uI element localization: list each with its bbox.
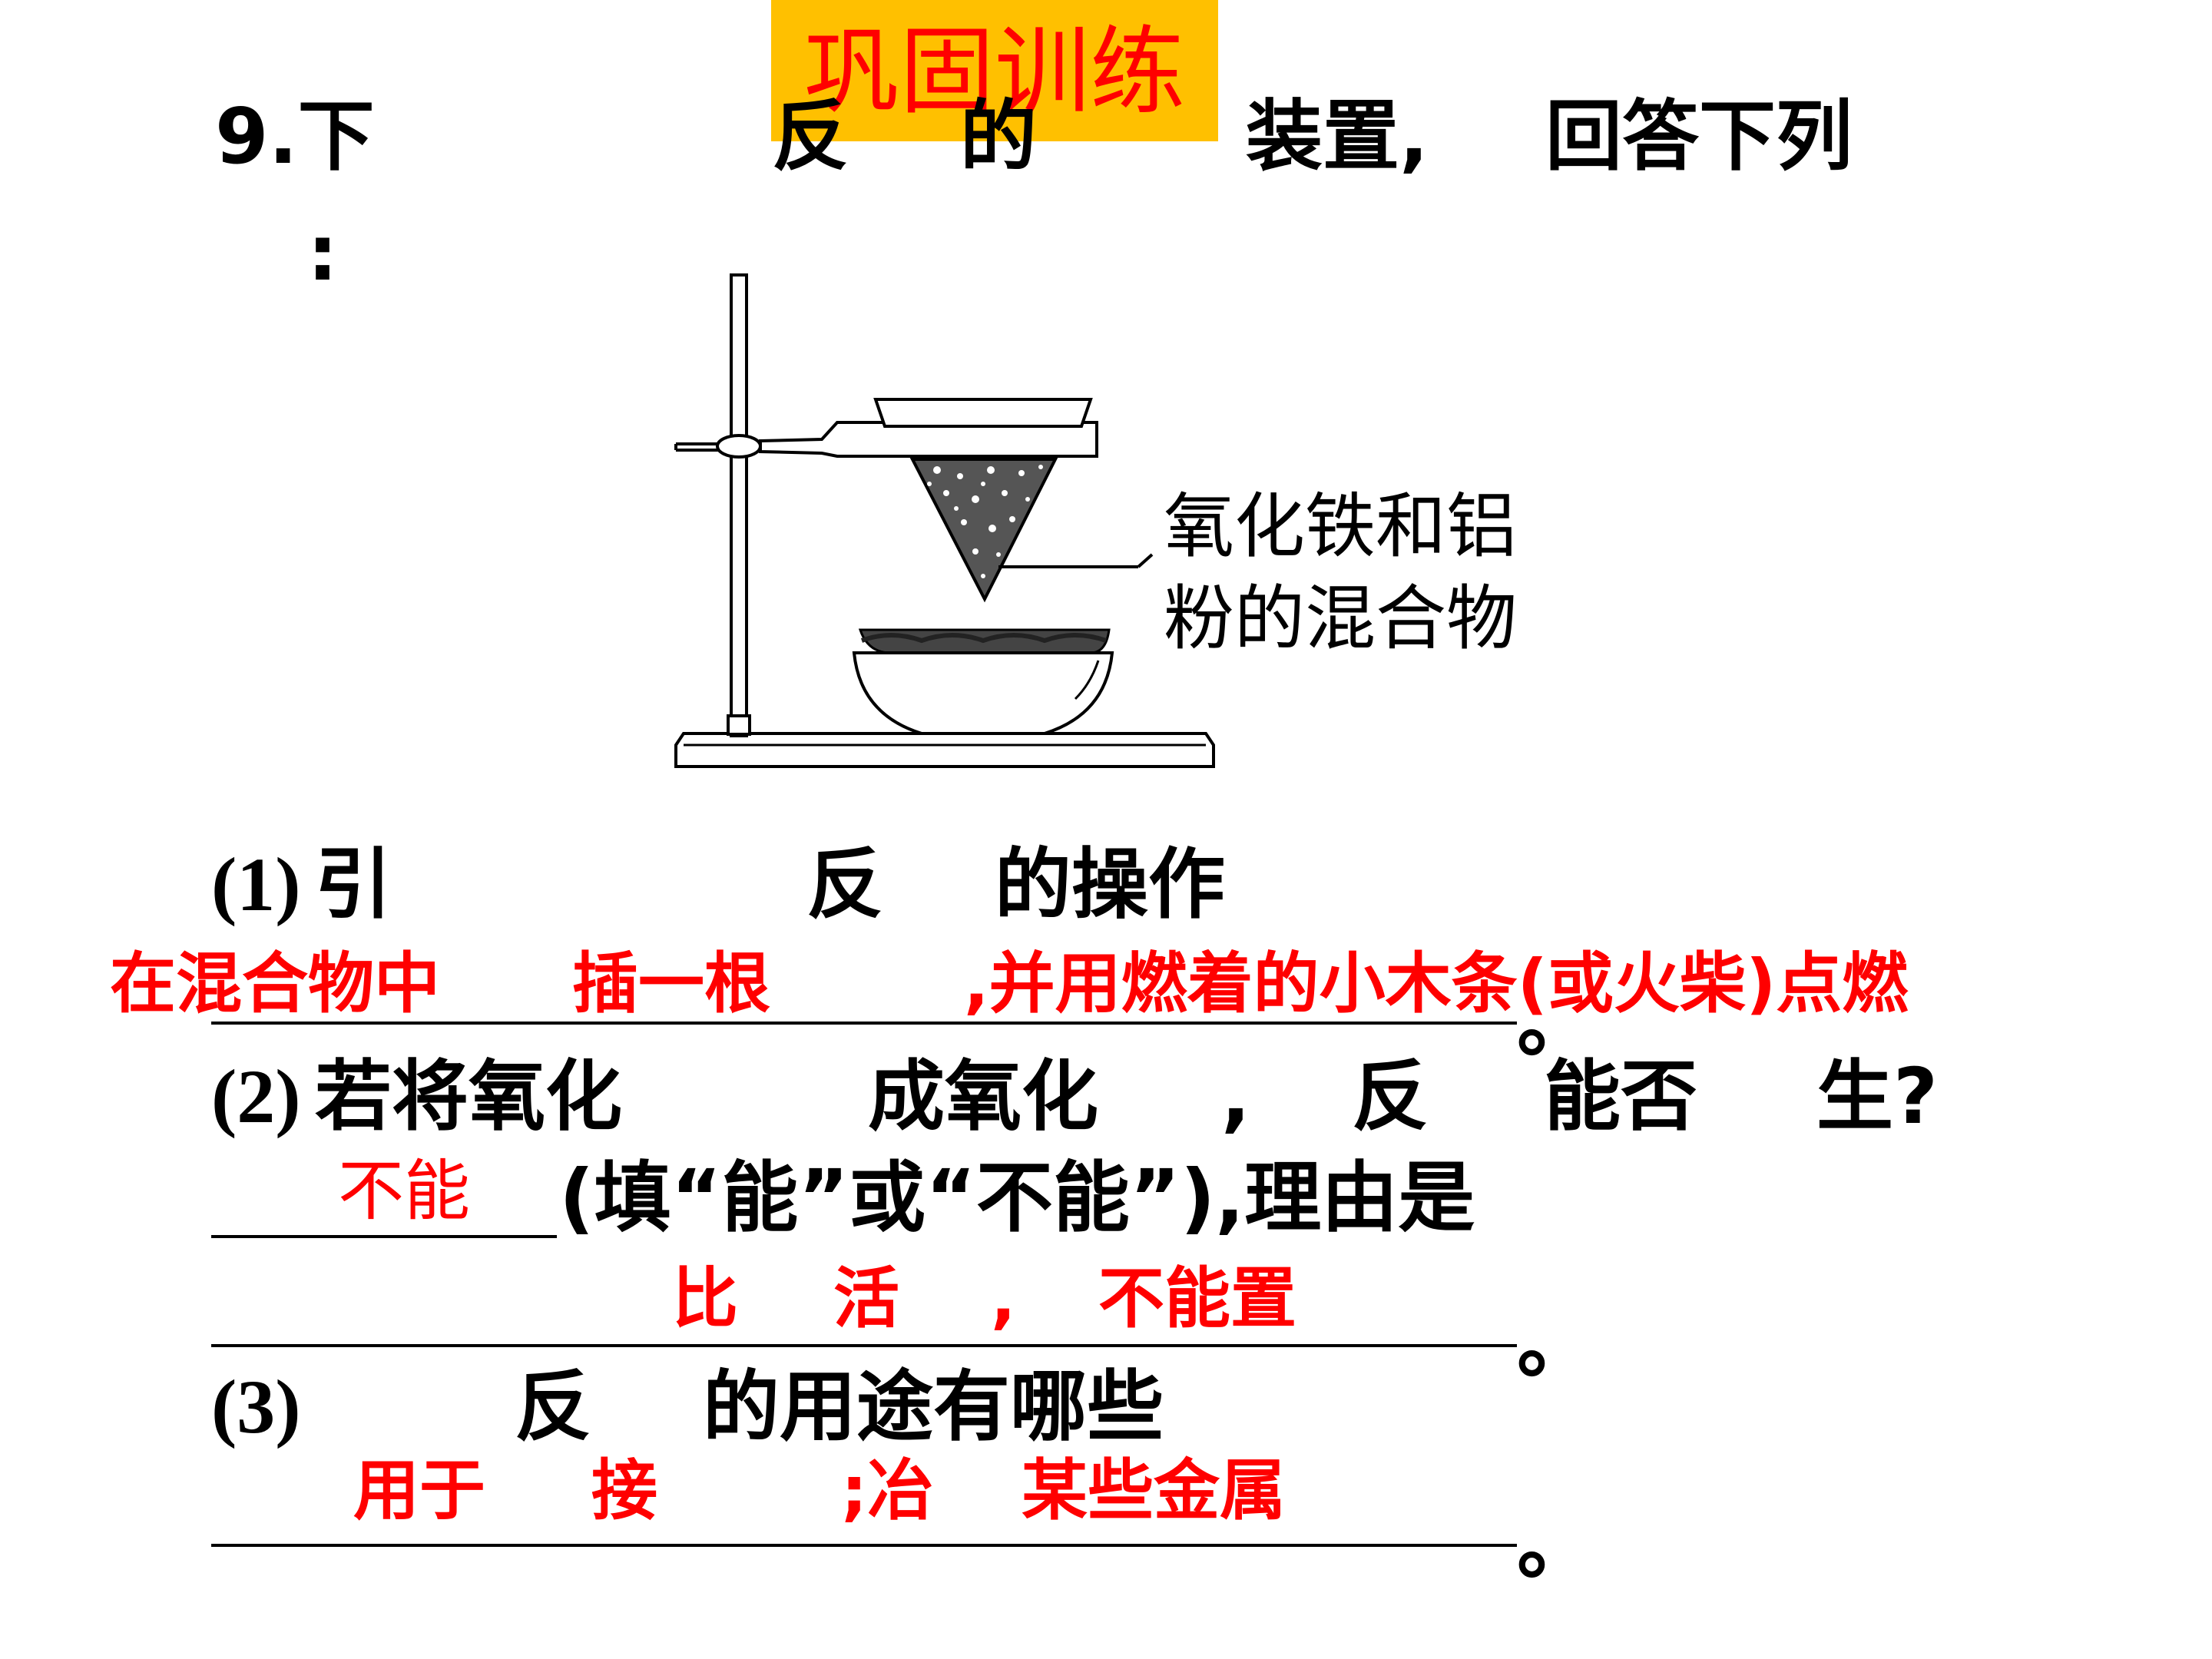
apparatus-diagram [674, 273, 1215, 768]
q1-answer: 在混合物中 [110, 945, 440, 1022]
q2-continuation: (填“能”或“不能”),理由是 [559, 1153, 1475, 1243]
q1-fragment: 反 [806, 839, 883, 929]
title-banner [771, 0, 1218, 141]
end-mark: 。 [1517, 1299, 1594, 1389]
q1-answer: ,并用燃着的小木条(或火柴)点燃 [964, 945, 1909, 1022]
question-colon: : [307, 208, 338, 298]
q2-fragment: , [1221, 1051, 1250, 1141]
q3-fragment: 反 [515, 1362, 591, 1452]
q3-answer: 某些金属 [1022, 1452, 1286, 1529]
q3-fragment: 的用途有哪些 [703, 1362, 1164, 1452]
question-fragment: 装置, [1246, 91, 1429, 181]
q3-prefix: (3) [211, 1364, 301, 1449]
answer-blank-line [211, 1022, 1517, 1025]
q2-fragment: 能否 [1544, 1051, 1697, 1141]
answer-blank-line [211, 1344, 1517, 1347]
q2-fragment: 若将氧化 [315, 1051, 622, 1141]
question-fragment: 回答下列 [1545, 91, 1853, 181]
end-mark: 。 [1517, 978, 1594, 1068]
q1-prefix: (1) [211, 842, 301, 927]
q3-answer: ;冶 [841, 1452, 934, 1529]
q2-answer-blank: 不能 [338, 1153, 470, 1230]
q3-answer: 接 [591, 1452, 657, 1529]
answer-blank-line [211, 1235, 557, 1238]
q1-fragment: 引 [315, 839, 392, 929]
q2-reason: , [991, 1260, 1016, 1337]
q1-fragment: 的操作 [995, 839, 1225, 929]
q2-fragment: 反 [1352, 1051, 1429, 1141]
q2-fragment: 成氧化 [868, 1051, 1098, 1141]
question-fragment: 的 [960, 91, 1037, 181]
banner-title: 巩固训练 [803, 17, 1185, 127]
question-number: 9.下 [215, 91, 375, 181]
q3-answer: 用于 [353, 1452, 485, 1529]
answer-blank-line [211, 1544, 1517, 1547]
figure-label-line1: 氧化铁和铝 [1164, 485, 1518, 568]
q2-prefix: (2) [211, 1054, 301, 1139]
end-mark: 。 [1517, 1500, 1594, 1590]
q2-reason: 不能置 [1098, 1260, 1296, 1337]
question-fragment: 反 [772, 91, 849, 181]
q1-answer: 插一根 [572, 945, 770, 1022]
q2-fragment: 生? [1816, 1051, 1939, 1141]
figure-label-line2: 粉的混合物 [1164, 578, 1518, 660]
q2-reason: 比 [672, 1260, 738, 1337]
q2-reason: 活 [833, 1260, 899, 1337]
